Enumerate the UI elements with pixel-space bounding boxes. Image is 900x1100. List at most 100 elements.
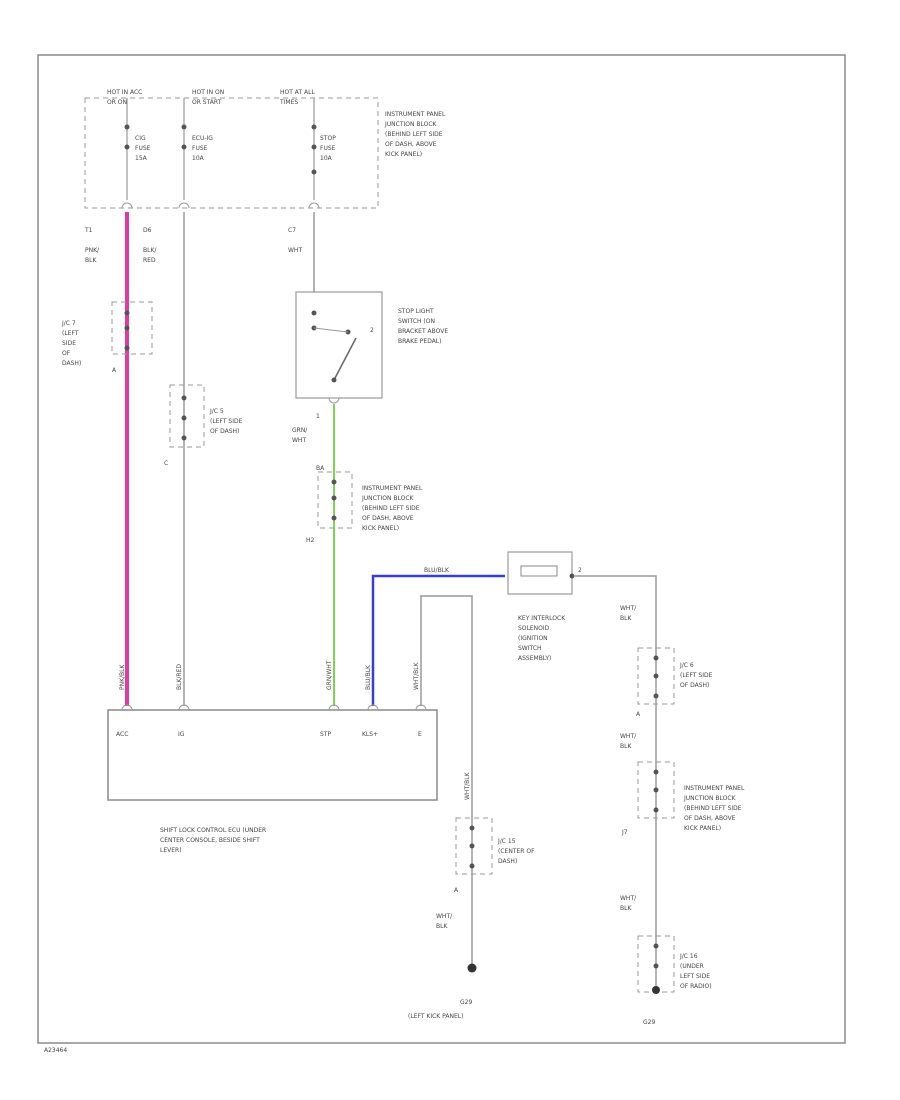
vertical-label-wht-blk-ecu: WHT/BLK [413, 661, 420, 690]
ground-1-location: (LEFT KICK PANEL) [408, 1013, 463, 1020]
ecu-tab-ig [178, 704, 190, 711]
ipjb3-dot-3 [653, 807, 659, 813]
ecu-tab-stp [328, 704, 340, 711]
stop-switch-lever [333, 337, 357, 381]
diagram-frame [37, 54, 846, 1044]
jc5-dot-1 [181, 395, 187, 401]
jc15-dot-3 [469, 863, 475, 869]
pin-c7-tab [308, 202, 320, 209]
pin-d6-tab [178, 202, 190, 209]
jc15-box [455, 817, 493, 875]
ipjb2-dot-1 [331, 479, 337, 485]
solenoid-coil [520, 565, 558, 577]
solenoid-dot-right [569, 573, 575, 579]
wire-label-blu-blk: BLU/BLK [424, 567, 450, 574]
stop-switch-dot-1 [311, 310, 317, 316]
jc16-dot-2 [653, 963, 659, 969]
stop-switch-tab [328, 397, 340, 404]
ecu-box [107, 709, 438, 801]
ipjb3-dot-2 [653, 787, 659, 793]
wire-label-wht-blk-4: WHT/BLK [436, 913, 453, 930]
jc6-box [637, 647, 675, 705]
pin-d6-label: D6 [143, 227, 152, 234]
solenoid-pin: 2 [578, 567, 582, 574]
fuse-ecu-ig-dot-2 [181, 144, 187, 150]
stop-switch-contact-1 [331, 377, 337, 383]
jc5-box [169, 384, 205, 448]
ipjb3-dot-1 [653, 769, 659, 775]
jc15-dot-1 [469, 825, 475, 831]
kls-wire [371, 574, 505, 706]
ecu-pin-ig: IG [178, 731, 185, 738]
vertical-label-wht-blk-ground: WHT/BLK [464, 771, 471, 800]
fuse-cig-dot-2 [124, 144, 130, 150]
wire-label-wht-blk-1: WHT/BLK [620, 605, 637, 622]
stop-switch-internal [313, 327, 349, 333]
wire-label-wht: WHT [288, 247, 302, 254]
diagram-code: A23464 [44, 1047, 67, 1054]
wire-label-grn-wht: GRN/WHT [292, 427, 308, 444]
wire-label-wht-blk-2: WHT/BLK [620, 733, 637, 750]
ecu-tab-acc [121, 704, 133, 711]
jc15-pin: A [454, 887, 459, 894]
fuse-cig-dot-1 [124, 124, 130, 130]
pin-t1-tab [121, 202, 133, 209]
fuse-ecu-ig-dot-1 [181, 124, 187, 130]
vertical-label-blu-blk: BLU/BLK [365, 664, 372, 690]
ipjb2-dot-2 [331, 495, 337, 501]
ecu-tab-e [415, 704, 427, 711]
fuse-stop-dot-3 [311, 169, 317, 175]
jc7-pin: A [112, 367, 117, 374]
ipjb-top-box [84, 97, 379, 209]
jc7-dot-2 [124, 325, 130, 331]
ecu-pin-acc: ACC [116, 731, 128, 738]
jc5-dot-2 [181, 415, 187, 421]
pin-c7-label: C7 [288, 227, 296, 234]
jc6-dot-3 [653, 693, 659, 699]
ground-1-symbol [467, 963, 477, 973]
jc16-ground-dot [652, 986, 660, 994]
jc15-dot-2 [469, 843, 475, 849]
jc5-dot-3 [181, 435, 187, 441]
ground-2-id: G29 [643, 1019, 655, 1026]
ipjb2-dot-3 [331, 515, 337, 521]
vertical-label-grn-wht: GRN/WHT [326, 660, 333, 690]
ipjb3-box [637, 761, 675, 819]
stop-switch-pin-top: 2 [370, 327, 374, 334]
jc6-dot-2 [653, 673, 659, 679]
jc6-dot-1 [653, 655, 659, 661]
vertical-label-blk-red: BLK/RED [176, 664, 183, 690]
ecu-pin-stp: STP [320, 731, 331, 738]
stop-switch-box [295, 291, 383, 399]
ecu-ground-wire [420, 595, 473, 968]
fuse-stop-dot-1 [311, 124, 317, 130]
wire-label-blk-red: BLK/RED [143, 247, 157, 264]
pin-t1-label: T1 [84, 227, 93, 234]
jc16-dot-1 [653, 943, 659, 949]
ipjb2-pin-top: BA [316, 465, 325, 472]
solenoid-box [507, 551, 573, 595]
jc5-pin: C [164, 460, 168, 467]
ecu-pin-kls: KLS+ [362, 731, 378, 738]
jc7-box [111, 301, 153, 355]
fuse-stop-dot-2 [311, 144, 317, 150]
ecu-pin-e: E [418, 731, 422, 738]
jc7-dot-1 [124, 310, 130, 316]
